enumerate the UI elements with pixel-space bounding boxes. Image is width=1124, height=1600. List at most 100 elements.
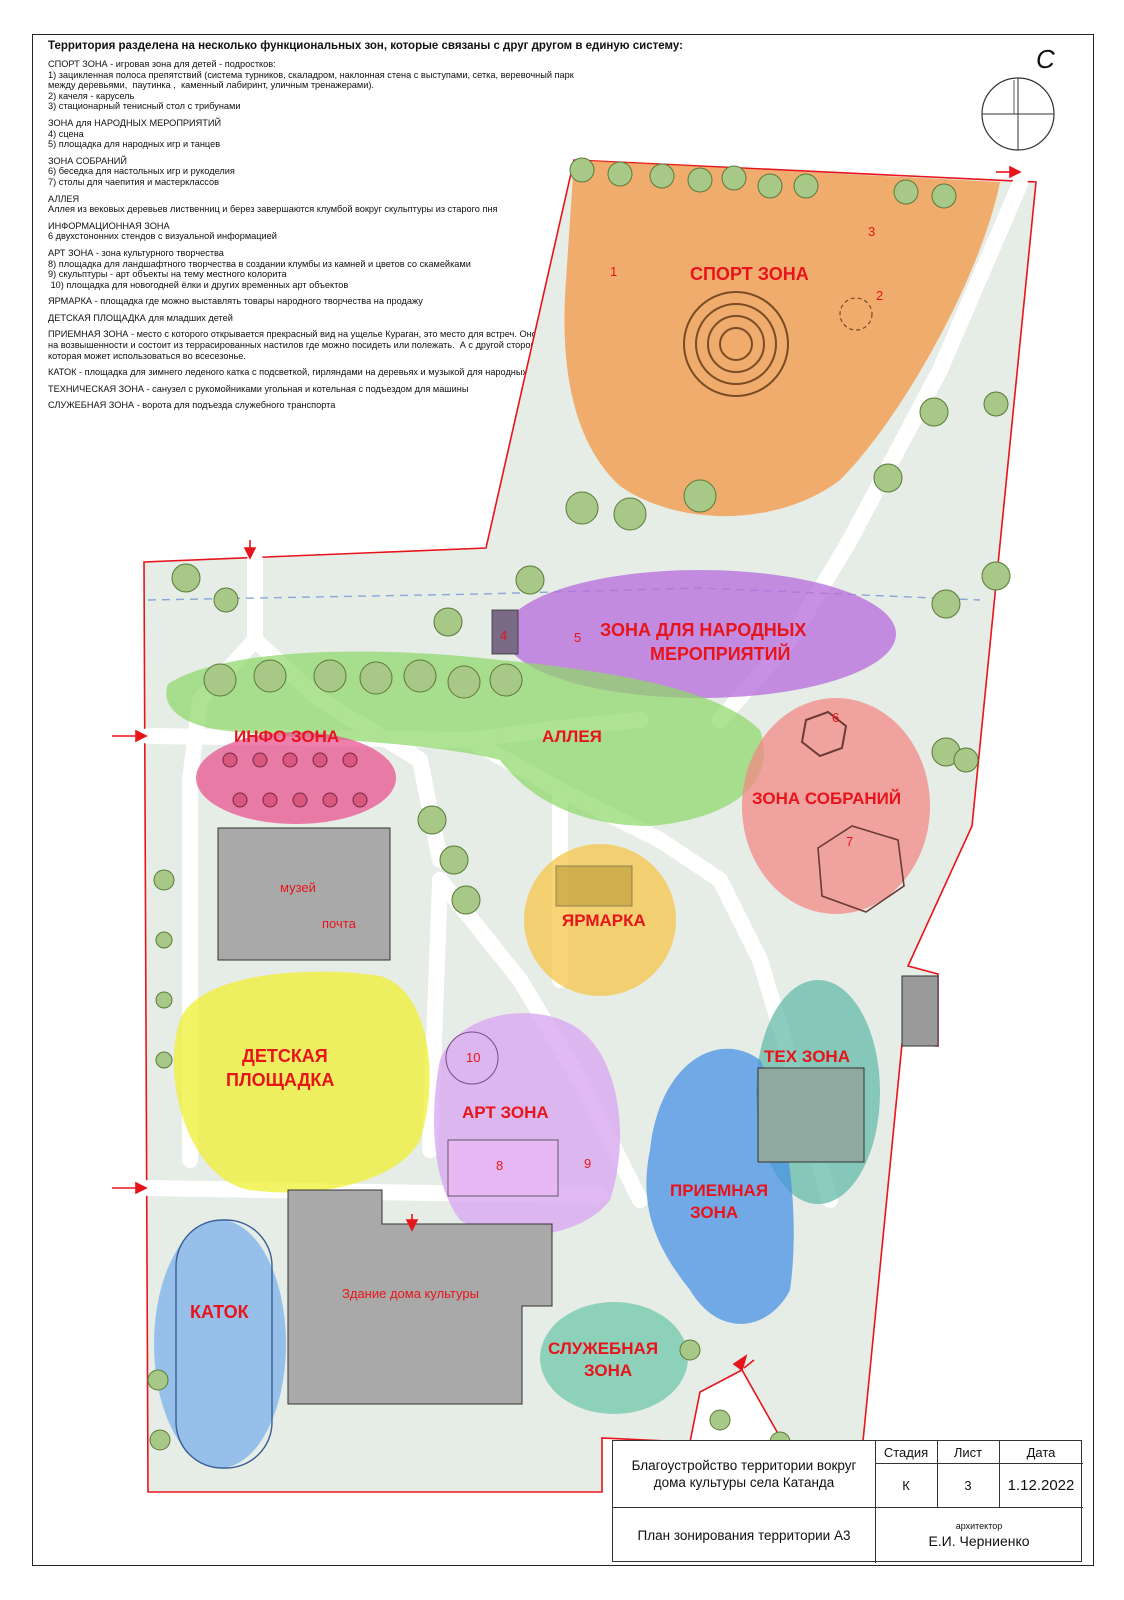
feature-number-1: 1 xyxy=(610,264,617,279)
label-alley: АЛЛЕЯ xyxy=(542,727,602,746)
legend-line: ЗОНА для НАРОДНЫХ МЕРОПРИЯТИЙ xyxy=(48,117,222,128)
fair-stall xyxy=(555,865,633,907)
label-reception-zone-2: ЗОНА xyxy=(690,1203,738,1222)
label-fair: ЯРМАРКА xyxy=(562,911,646,930)
sheet-title: План зонирования территории А3 xyxy=(637,1527,851,1543)
legend-line: АРТ ЗОНА - зона культурного творчества xyxy=(48,247,224,258)
feature-number-3: 3 xyxy=(868,224,875,239)
label-art-zone: АРТ ЗОНА xyxy=(462,1103,549,1122)
label-events-zone-2: МЕРОПРИЯТИЙ xyxy=(650,643,790,664)
museum-building xyxy=(217,827,391,961)
legend-block: ЯРМАРКА - площадка где можно выставлять … xyxy=(48,296,588,307)
feature-number-2: 2 xyxy=(876,288,883,303)
legend-line: СПОРТ ЗОНА - игровая зона для детей - по… xyxy=(48,59,276,69)
legend-line: 7) столы для чаепития и мастерклассов xyxy=(48,176,219,187)
legend-line: СЛУЖЕБНАЯ ЗОНА - ворота для подъезда слу… xyxy=(48,400,336,411)
legend-line: Аллея из вековых деревьев лиственниц и б… xyxy=(48,204,498,215)
label-tech-zone: ТЕХ ЗОНА xyxy=(764,1047,850,1066)
drawing-frame xyxy=(32,34,1094,1566)
zone-service xyxy=(540,1302,688,1414)
legend-line: 10) площадка для новогодней ёлки и други… xyxy=(48,279,349,290)
stage xyxy=(491,609,519,655)
zone-reception xyxy=(646,1048,794,1324)
label-service-zone-2: ЗОНА xyxy=(584,1361,632,1380)
legend: Территория разделена на несколько функци… xyxy=(48,40,683,417)
legend-block: СПОРТ ЗОНА - игровая зона для детей - по… xyxy=(48,59,588,112)
legend-line: 6) беседка для настольных игр и рукодели… xyxy=(48,166,235,177)
feature-number-10: 10 xyxy=(466,1050,480,1065)
rink-track xyxy=(175,1219,273,1469)
legend-line: ИНФОРМАЦИОННАЯ ЗОНА xyxy=(48,220,170,231)
feature-number-4: 4 xyxy=(500,628,507,643)
feature-number-6: 6 xyxy=(832,710,839,725)
legend-block: СЛУЖЕБНАЯ ЗОНА - ворота для подъезда слу… xyxy=(48,400,588,411)
art-circle-10 xyxy=(445,1031,499,1085)
compass xyxy=(981,77,1055,151)
feature-number-9: 9 xyxy=(584,1156,591,1171)
zone-meetings xyxy=(742,698,930,914)
zone-alley xyxy=(166,651,764,826)
label-service-zone-1: СЛУЖЕБНАЯ xyxy=(548,1339,658,1358)
legend-blocks: СПОРТ ЗОНА - игровая зона для детей - по… xyxy=(48,59,588,411)
legend-line: ТЕХНИЧЕСКАЯ ЗОНА - санузел с рукомойника… xyxy=(48,383,469,394)
legend-line: АЛЛЕЯ xyxy=(48,193,80,204)
label-culture-house: Здание дома культуры xyxy=(342,1286,479,1301)
project-name: Благоустройство территории вокруг дома к… xyxy=(613,1441,875,1507)
architect-label: архитектор xyxy=(955,1521,1003,1531)
legend-block: ДЕТСКАЯ ПЛОЩАДКА для младших детей xyxy=(48,313,588,324)
legend-line: 5) площадка для народных игр и танцев xyxy=(48,139,221,150)
zone-events xyxy=(504,570,896,698)
spiral-labyrinth xyxy=(683,291,789,397)
project-name-line-2: дома культуры села Катанда xyxy=(653,1475,835,1490)
feature-number-8: 8 xyxy=(496,1158,503,1173)
sheet-label: Лист xyxy=(953,1444,983,1460)
sheet-value: 3 xyxy=(964,1477,972,1493)
feature-number-5: 5 xyxy=(574,630,581,645)
label-museum: музей xyxy=(280,880,316,895)
legend-block: ТЕХНИЧЕСКАЯ ЗОНА - санузел с рукомойника… xyxy=(48,384,588,395)
legend-line: 1) зацикленная полоса препятствий (систе… xyxy=(48,69,577,91)
title-block: Благоустройство территории вокруг дома к… xyxy=(612,1440,1083,1563)
zone-rink xyxy=(154,1220,286,1468)
compass-north-letter: С xyxy=(1036,44,1055,74)
label-rink: КАТОК xyxy=(190,1302,250,1322)
legend-line: 4) сцена xyxy=(48,128,84,139)
legend-line: 2) качеля - карусель xyxy=(48,90,135,101)
carousel xyxy=(839,297,873,331)
label-sport-zone: СПОРТ ЗОНА xyxy=(690,264,809,284)
label-meetings-zone: ЗОНА СОБРАНИЙ xyxy=(752,789,901,808)
outbuilding xyxy=(901,975,939,1047)
gazebo-hexagon xyxy=(800,710,848,758)
legend-block: ПРИЕМНАЯ ЗОНА - место с которого открыва… xyxy=(48,329,588,361)
tech-building xyxy=(757,1067,865,1163)
zone-art xyxy=(434,1013,620,1236)
legend-line: 3) стационарный тенисный стол с трибунам… xyxy=(48,101,241,112)
legend-line: 6 двухстононних стендов с визуальной инф… xyxy=(48,231,277,242)
legend-line: ДЕТСКАЯ ПЛОЩАДКА для младших детей xyxy=(48,312,233,323)
label-events-zone-1: ЗОНА ДЛЯ НАРОДНЫХ xyxy=(600,620,806,640)
stage-value: К xyxy=(902,1477,910,1493)
trees xyxy=(147,157,1011,1453)
zone-sport xyxy=(564,160,1000,517)
label-info-zone: ИНФО ЗОНА xyxy=(234,727,339,746)
project-name-line-1: Благоустройство территории вокруг xyxy=(631,1458,857,1473)
feature-number-7: 7 xyxy=(846,834,853,849)
date-label: Дата xyxy=(1026,1444,1056,1460)
label-post: почта xyxy=(322,916,357,931)
legend-title: Территория разделена на несколько функци… xyxy=(48,40,683,52)
stage-label: Стадия xyxy=(883,1444,929,1460)
legend-line: ЯРМАРКА - площадка где можно выставлять … xyxy=(48,296,423,307)
legend-line: ЗОНА СОБРАНИЙ xyxy=(48,155,127,166)
legend-line: ПРИЕМНАЯ ЗОНА - место с которого открыва… xyxy=(48,329,583,361)
label-kids-zone-2: ПЛОЩАДКА xyxy=(226,1070,334,1090)
label-kids-zone-1: ДЕТСКАЯ xyxy=(242,1046,328,1066)
tea-tables xyxy=(817,825,905,913)
zone-kids xyxy=(173,971,430,1193)
label-reception-zone-1: ПРИЕМНАЯ xyxy=(670,1181,768,1200)
date-value: 1.12.2022 xyxy=(1007,1476,1075,1494)
